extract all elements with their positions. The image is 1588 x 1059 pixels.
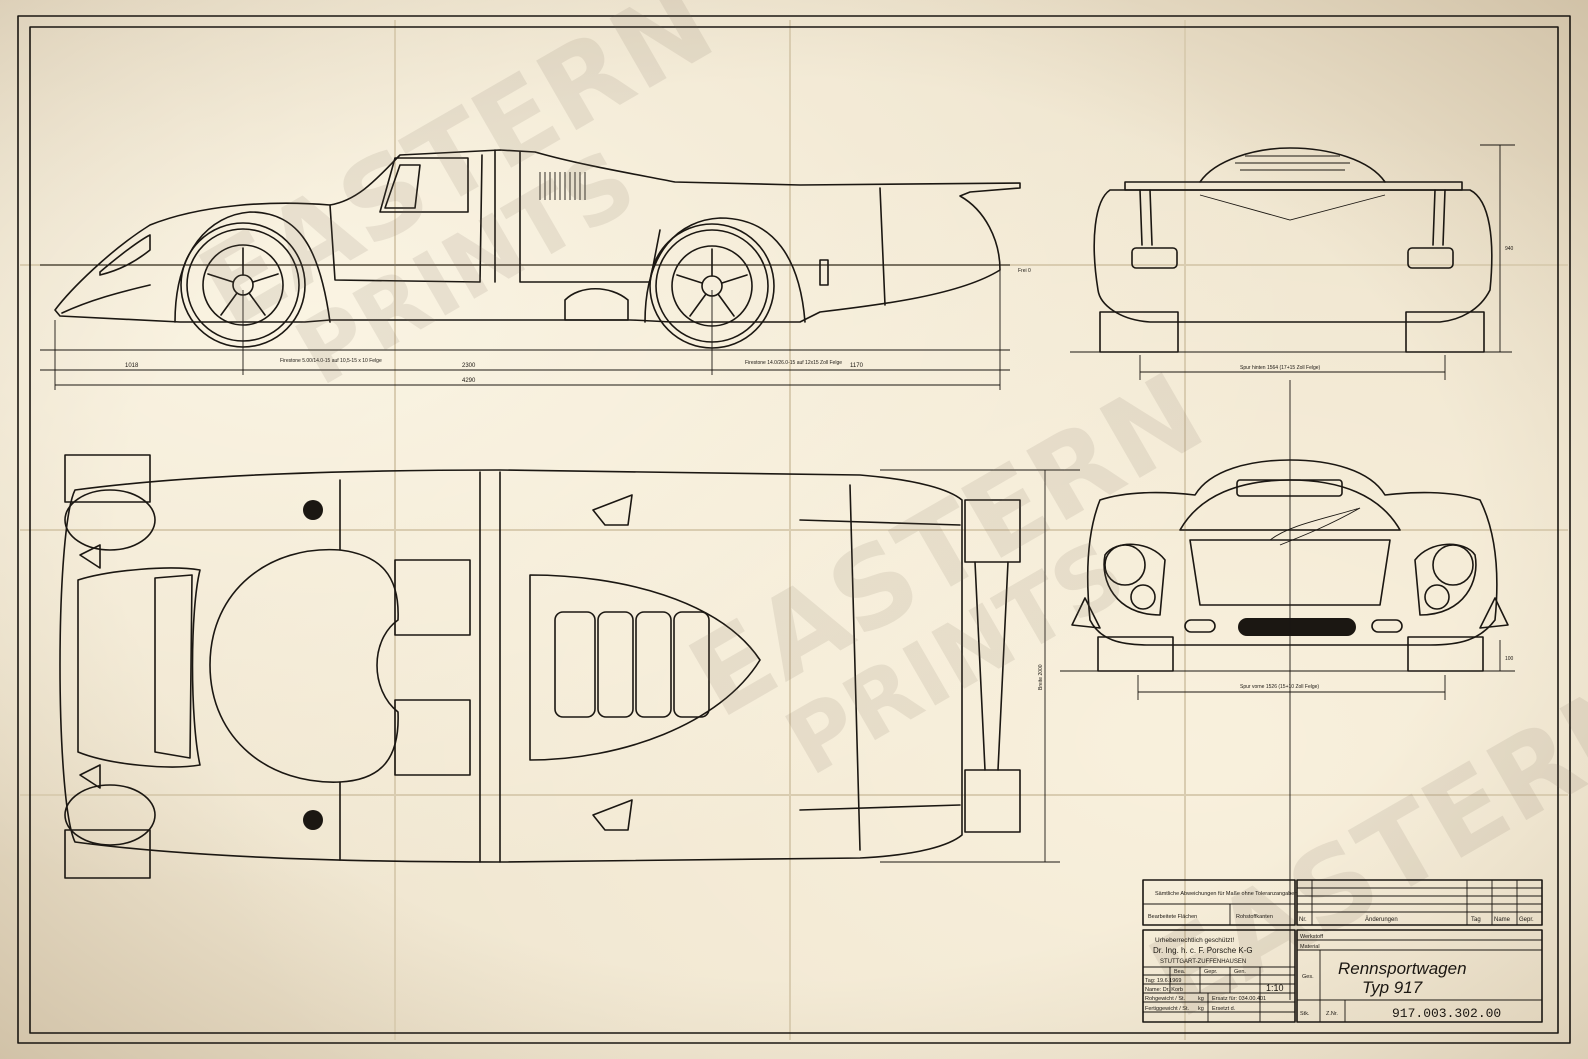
tb-date-row: Tag: 19.6.1969 bbox=[1145, 978, 1181, 984]
tb-stk-label: Stk. bbox=[1300, 1011, 1310, 1017]
tb-col-nr: Nr. bbox=[1299, 917, 1307, 923]
front-view: Spur vorne 1526 (15+10 Zoll Felge) 100 bbox=[1060, 380, 1515, 1000]
side-view: Firestone 5.00/14.0-15 auf 10,5-15 x 10 … bbox=[40, 149, 1031, 390]
dim-wheelbase: 2300 bbox=[462, 363, 476, 369]
tb-col-name: Name bbox=[1494, 917, 1511, 923]
tb-scale: 1:10 bbox=[1266, 983, 1284, 993]
watermark-line1-c: EASTERN bbox=[1129, 648, 1588, 1042]
top-width-dim: Breite 2000 bbox=[1038, 664, 1044, 690]
tb-col-day: Tag bbox=[1471, 917, 1481, 923]
watermark: EASTERN PRINTS EASTERN PRINTS EASTERN bbox=[179, 0, 1588, 1043]
tb-copyright: Urheberrechtlich geschützt! bbox=[1155, 937, 1234, 944]
top-body-outline bbox=[59, 469, 963, 863]
top-engine-cover bbox=[529, 574, 761, 761]
tb-material: Material bbox=[1300, 944, 1320, 950]
dim-overall: 4290 bbox=[462, 378, 476, 384]
side-body-outline bbox=[54, 149, 1021, 323]
rear-body-outline bbox=[1093, 189, 1493, 323]
tb-rohgewicht: Rohgewicht / St. bbox=[1145, 996, 1186, 1002]
tb-kg1: kg bbox=[1198, 996, 1204, 1002]
rear-view: Spur hinten 1564 (17+15 Zoll Felge) 940 bbox=[1070, 144, 1515, 380]
rear-track-note: Spur hinten 1564 (17+15 Zoll Felge) bbox=[1240, 365, 1321, 371]
tb-cell-gepr: Gepr. bbox=[1204, 969, 1218, 975]
tb-werkstoff: Werkstoff bbox=[1300, 934, 1323, 940]
tb-city: STUTTGART-ZUFFENHAUSEN bbox=[1160, 959, 1246, 965]
dim-front-overhang: 1018 bbox=[125, 363, 139, 369]
tb-general-tolerances: Sämtliche Abweichungen für Maße ohne Tol… bbox=[1155, 891, 1297, 897]
ground-note: Frei 0 bbox=[1018, 268, 1031, 274]
front-tire-note: Firestone 5.00/14.0-15 auf 10,5-15 x 10 … bbox=[280, 358, 382, 364]
top-view: Breite 2000 bbox=[59, 454, 1080, 879]
rear-tire-note: Firestone 14.0/26.0-15 auf 12x15 Zoll Fe… bbox=[745, 360, 842, 366]
title-block: Sämtliche Abweichungen für Maße ohne Tol… bbox=[1142, 879, 1543, 1023]
tb-fertiggewicht: Fertiggewicht / St. bbox=[1145, 1006, 1189, 1012]
tb-ersatz-fuer: Ersatz für: 034.00.401 bbox=[1212, 996, 1266, 1002]
front-track-note: Spur vorne 1526 (15+10 Zoll Felge) bbox=[1240, 684, 1319, 690]
tb-ges-label: Ges. bbox=[1302, 974, 1314, 980]
outer-border bbox=[17, 15, 1571, 1044]
tb-company: Dr. Ing. h. c. F. Porsche K-G bbox=[1153, 946, 1253, 955]
drawing-number: 917.003.302.00 bbox=[1392, 1006, 1501, 1021]
tb-cell-gen: Gen. bbox=[1234, 969, 1246, 975]
tb-znr-label: Z.Nr. bbox=[1326, 1011, 1338, 1017]
dim-rear-overhang: 1170 bbox=[850, 363, 864, 369]
tb-kg2: kg bbox=[1198, 1006, 1204, 1012]
tb-raw-dims-label: Rohstoffkanten bbox=[1236, 914, 1273, 920]
drawing-title-line1: Rennsportwagen bbox=[1338, 959, 1467, 978]
tb-col-changes: Änderungen bbox=[1365, 916, 1398, 923]
rear-height-dim: 940 bbox=[1505, 246, 1514, 252]
tb-ersetzt-durch: Ersetzt d. bbox=[1212, 1006, 1236, 1012]
front-body-outline bbox=[1086, 459, 1498, 646]
tb-col-gepr: Gepr. bbox=[1519, 917, 1534, 923]
top-cockpit bbox=[209, 548, 399, 783]
tb-name-row: Name: Dr. Korb bbox=[1145, 987, 1183, 993]
front-ground-dim: 100 bbox=[1505, 656, 1514, 662]
tb-cell-bea: Bea. bbox=[1174, 969, 1186, 975]
tb-surfaces-label: Bearbeitete Flächen bbox=[1148, 914, 1197, 920]
drawing-title-line2: Typ 917 bbox=[1362, 978, 1423, 997]
inner-border bbox=[29, 26, 1559, 1034]
